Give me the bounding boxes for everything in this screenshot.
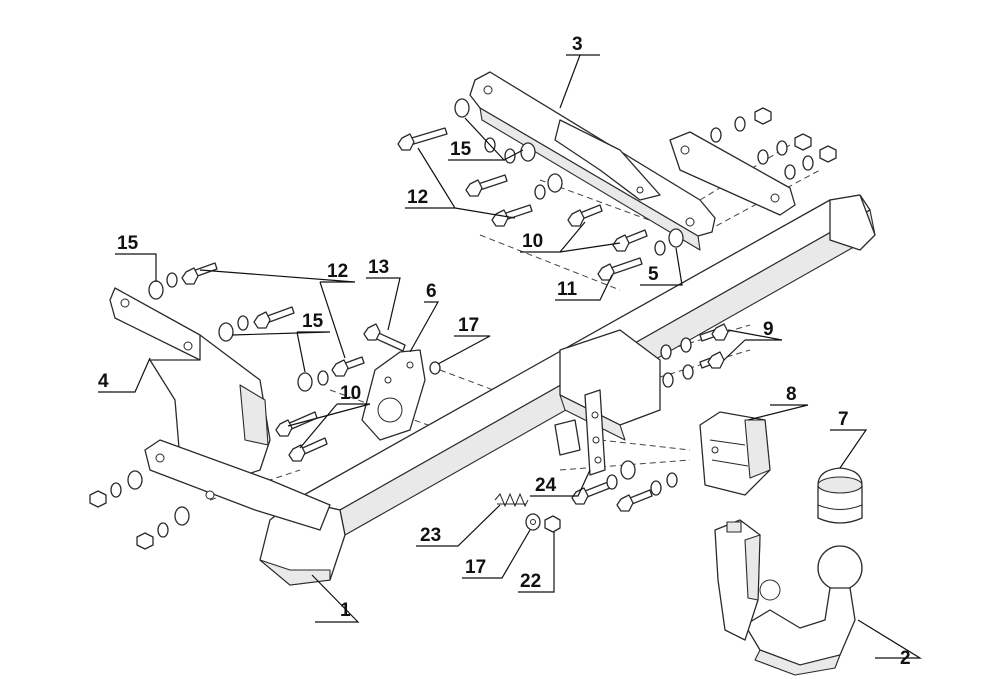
callout-3: 3 [572, 34, 583, 55]
callout-9: 9 [763, 319, 774, 340]
callout-10-top: 10 [522, 231, 543, 252]
callout-15-middle: 15 [302, 311, 324, 332]
bolt-group-top [397, 98, 684, 281]
callout-8: 8 [786, 384, 797, 405]
fasteners [89, 98, 837, 550]
callout-11: 11 [557, 279, 578, 300]
nut-group-bottom-left [89, 470, 190, 550]
callout-17-upper: 17 [458, 315, 479, 336]
callout-17-lower: 17 [465, 557, 486, 578]
callout-10-left: 10 [340, 383, 361, 404]
callout-22: 22 [520, 571, 541, 592]
bolt-group-right [660, 323, 729, 388]
bolt-group-left-upper [148, 262, 365, 392]
callout-5: 5 [648, 264, 659, 285]
callout-1: 1 [340, 600, 351, 621]
callout-2: 2 [900, 648, 911, 669]
nut-group-top-right [710, 107, 837, 180]
detachable-tow-ball [714, 519, 863, 676]
washer-17-upper [429, 361, 441, 375]
callout-7: 7 [838, 409, 849, 430]
callout-12-left: 12 [327, 261, 348, 282]
bolt-group-left-lower [275, 411, 328, 462]
bolt-13 [363, 323, 406, 352]
callout-labels: 3 15 12 10 11 5 15 12 13 15 4 6 17 10 9 … [98, 34, 911, 669]
callout-4: 4 [98, 371, 109, 392]
left-mounting-bracket [109, 287, 331, 531]
tow-ball-cap [817, 467, 863, 524]
callout-23: 23 [420, 525, 441, 546]
bolt-group-bottom-center [571, 460, 678, 512]
leader-lines [98, 54, 923, 659]
ball-mount-receiver-block [699, 411, 771, 496]
right-mounting-bracket [469, 71, 796, 251]
callout-6: 6 [426, 281, 437, 302]
callout-15-left: 15 [117, 233, 139, 254]
callout-13: 13 [368, 257, 389, 278]
callout-12-top: 12 [407, 187, 428, 208]
callout-24: 24 [535, 475, 557, 496]
nut-22 [544, 515, 561, 533]
receiver-bracket [554, 329, 661, 476]
callout-15-top: 15 [450, 139, 472, 160]
spring [494, 492, 529, 508]
socket-plate [361, 349, 426, 441]
